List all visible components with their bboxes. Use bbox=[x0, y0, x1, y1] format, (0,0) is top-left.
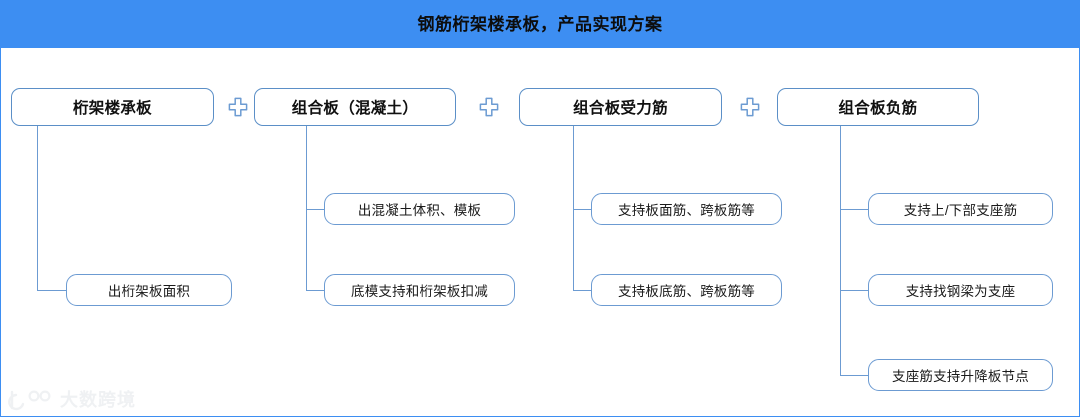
node-label: 支持上/下部支座筋 bbox=[903, 203, 1018, 218]
connector-branch-col-2-child-1 bbox=[306, 209, 324, 211]
node-col-2-title[interactable]: 组合板（混凝土） bbox=[254, 88, 456, 126]
plus-icon bbox=[228, 97, 248, 117]
connector-branch-col-3-child-2 bbox=[573, 290, 591, 292]
connector-trunk-col-2 bbox=[306, 126, 308, 291]
connector-branch-col-4-child-1 bbox=[840, 209, 868, 211]
page-title: 钢筋桁架楼承板，产品实现方案 bbox=[417, 14, 663, 34]
plus-icon bbox=[740, 97, 760, 117]
node-col-2-child-1[interactable]: 出混凝土体积、模板 bbox=[324, 193, 515, 225]
connector-branch-col-3-child-1 bbox=[573, 209, 591, 211]
connector-branch-col-4-child-2 bbox=[840, 290, 868, 292]
plus-icon bbox=[479, 97, 499, 117]
node-label: 桁架楼承板 bbox=[72, 100, 152, 117]
node-col-4-child-1[interactable]: 支持上/下部支座筋 bbox=[868, 193, 1053, 225]
connector-trunk-col-1 bbox=[37, 126, 39, 291]
header-bar: 钢筋桁架楼承板，产品实现方案 bbox=[0, 0, 1080, 48]
node-col-4-child-2[interactable]: 支持找钢梁为支座 bbox=[868, 274, 1053, 306]
node-label: 支持板底筋、跨板筋等 bbox=[618, 284, 755, 299]
connector-trunk-col-4 bbox=[840, 126, 842, 376]
node-col-3-child-1[interactable]: 支持板面筋、跨板筋等 bbox=[591, 193, 782, 225]
connector-branch-col-2-child-2 bbox=[306, 290, 324, 292]
node-label: 支持板面筋、跨板筋等 bbox=[618, 203, 755, 218]
node-col-1-title[interactable]: 桁架楼承板 bbox=[11, 88, 214, 126]
node-col-4-child-3[interactable]: 支座筋支持升降板节点 bbox=[868, 359, 1053, 391]
node-col-1-child-1[interactable]: 出桁架板面积 bbox=[66, 274, 232, 306]
node-label: 出桁架板面积 bbox=[107, 284, 191, 299]
connector-trunk-col-3 bbox=[573, 126, 575, 291]
node-label: 出混凝土体积、模板 bbox=[357, 203, 482, 218]
node-label: 支座筋支持升降板节点 bbox=[892, 369, 1029, 384]
node-col-3-child-2[interactable]: 支持板底筋、跨板筋等 bbox=[591, 274, 782, 306]
node-col-2-child-2[interactable]: 底模支持和桁架板扣减 bbox=[324, 274, 515, 306]
node-label: 底模支持和桁架板扣减 bbox=[351, 284, 488, 299]
connector-branch-col-1-child-1 bbox=[37, 290, 66, 292]
connector-branch-col-4-child-3 bbox=[840, 375, 868, 377]
node-label: 支持找钢梁为支座 bbox=[905, 284, 1016, 299]
node-col-4-title[interactable]: 组合板负筋 bbox=[777, 88, 979, 126]
node-label: 组合板受力筋 bbox=[573, 100, 668, 117]
node-label: 组合板负筋 bbox=[838, 100, 918, 117]
node-label: 组合板（混凝土） bbox=[291, 100, 419, 117]
node-col-3-title[interactable]: 组合板受力筋 bbox=[519, 88, 722, 126]
